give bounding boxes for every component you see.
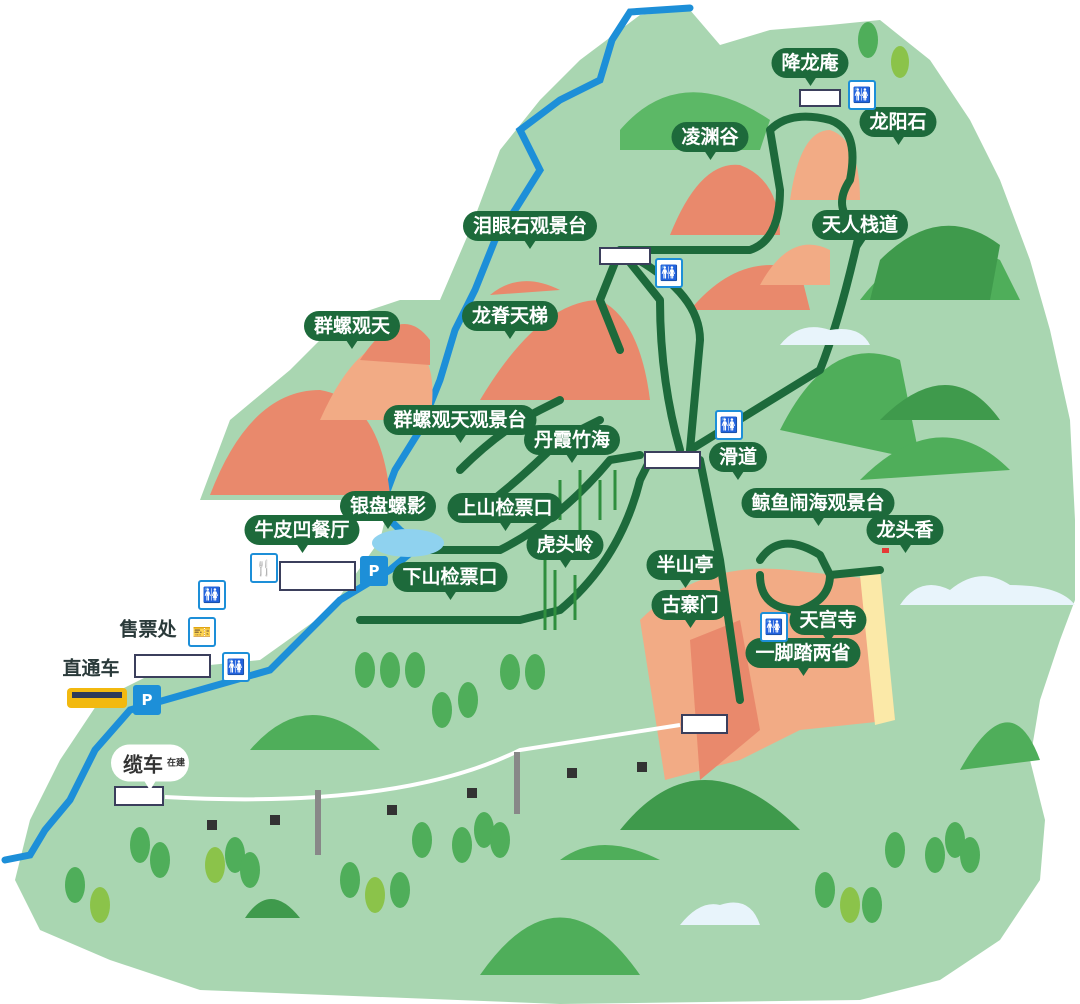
longtouxiang-flag <box>882 548 889 553</box>
toilet-icon: 🚻 <box>760 612 788 642</box>
label-guzhaimen[interactable]: 古寨门 <box>651 590 729 628</box>
toilet-icon: 🚻 <box>848 80 876 110</box>
label-longjitianti[interactable]: 龙脊天梯 <box>461 301 559 339</box>
parking-icon: P <box>360 556 388 586</box>
label-yinpanluoying[interactable]: 银盘螺影 <box>339 491 437 529</box>
bus <box>67 688 127 708</box>
cable-car-line <box>164 723 681 855</box>
buildings <box>114 89 841 806</box>
label-shuttle-bus[interactable]: 直通车 <box>62 657 120 680</box>
label-longyangshi[interactable]: 龙阳石 <box>859 107 937 145</box>
cable-car-text: 缆车 <box>123 752 163 777</box>
cable-car-status: 在建 <box>167 758 186 768</box>
label-shangshan-gate[interactable]: 上山检票口 <box>447 493 563 531</box>
label-yijiaotaliangsheng[interactable]: 一脚踏两省 <box>745 638 861 676</box>
parking-icon: P <box>133 685 161 715</box>
label-qunluoguantian-viewpoint[interactable]: 群螺观天观景台 <box>383 405 537 443</box>
label-lingyuangu[interactable]: 凌渊谷 <box>671 122 749 160</box>
label-niupiao-restaurant[interactable]: 牛皮凹餐厅 <box>244 515 360 553</box>
trees <box>65 22 980 923</box>
label-longtouxiang[interactable]: 龙头香 <box>866 515 944 553</box>
yinpan-lake <box>372 529 444 557</box>
ticket-icon: 🎫 <box>188 617 216 647</box>
label-tiangongsi[interactable]: 天宫寺 <box>789 605 867 643</box>
label-hutouling[interactable]: 虎头岭 <box>526 530 604 568</box>
label-jianglongan[interactable]: 降龙庵 <box>771 48 849 86</box>
restaurant-icon: 🍴 <box>250 553 278 583</box>
label-cable-car[interactable]: 缆车 在建 <box>111 744 189 791</box>
label-xiashan-gate[interactable]: 下山检票口 <box>392 562 508 600</box>
label-huadao[interactable]: 滑道 <box>708 442 768 480</box>
label-ticket-office[interactable]: 售票处 <box>119 618 177 641</box>
toilet-icon: 🚻 <box>198 580 226 610</box>
clouds <box>680 327 1075 925</box>
toilet-icon: 🚻 <box>715 410 743 440</box>
label-qunluoguantian[interactable]: 群螺观天 <box>303 311 401 349</box>
label-banshanting[interactable]: 半山亭 <box>646 550 724 588</box>
label-jingyu-viewpoint[interactable]: 鲸鱼闹海观景台 <box>741 488 895 526</box>
label-danxiazhuhai[interactable]: 丹霞竹海 <box>523 425 621 463</box>
toilet-icon: 🚻 <box>655 258 683 288</box>
label-tianrenzhandao[interactable]: 天人栈道 <box>811 210 909 248</box>
label-leiyanshi-viewpoint[interactable]: 泪眼石观景台 <box>462 211 598 249</box>
toilet-icon: 🚻 <box>222 652 250 682</box>
